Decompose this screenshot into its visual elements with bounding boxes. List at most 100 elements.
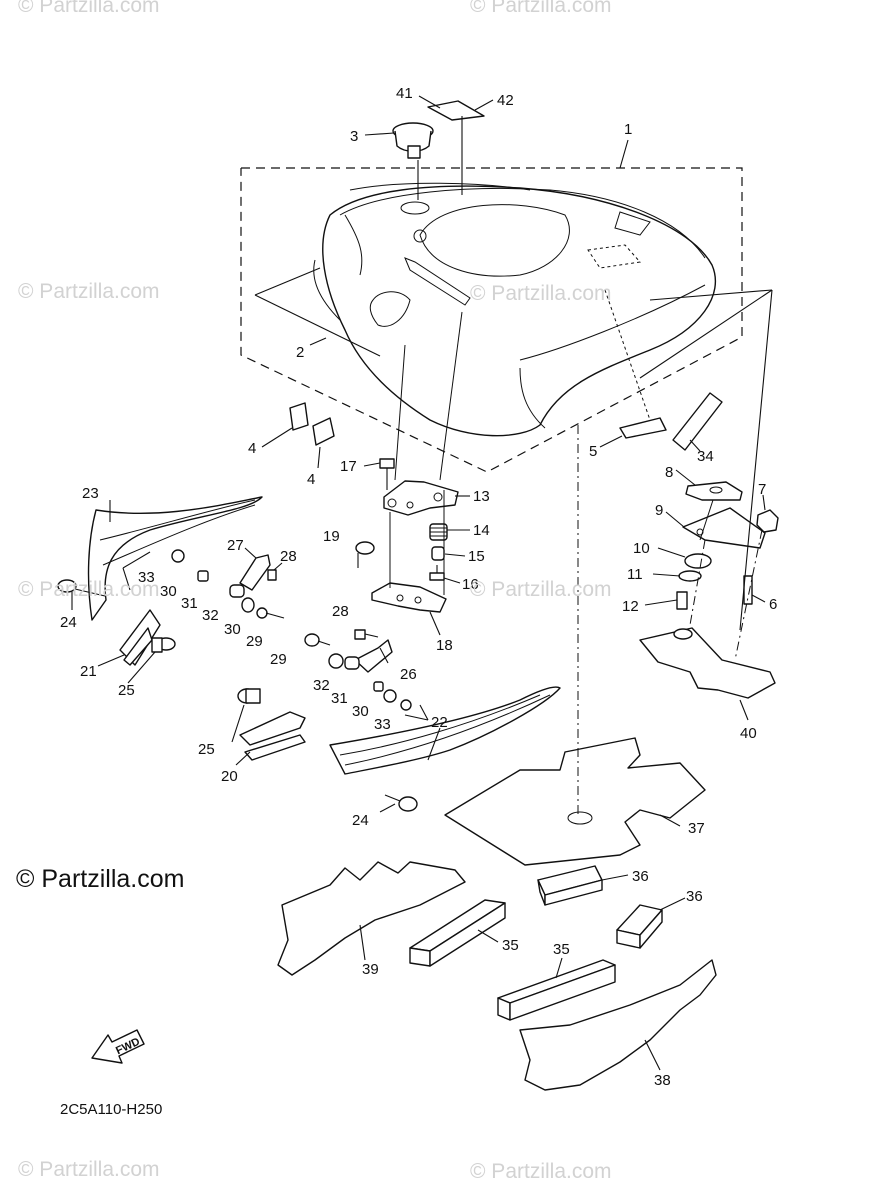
bracket-21 xyxy=(119,609,161,666)
grommet-25-lower xyxy=(237,688,261,704)
callout-19: 19 xyxy=(323,528,340,545)
insulator-39 xyxy=(277,861,466,976)
callout-18: 18 xyxy=(436,637,453,654)
bolt-16 xyxy=(429,565,445,581)
callout-34: 34 xyxy=(697,448,714,465)
screw-28-upper xyxy=(267,569,277,581)
damper-35-upper xyxy=(409,899,506,967)
tank-assembly-dashed-outline xyxy=(240,167,743,473)
callout-22: 22 xyxy=(431,714,448,731)
diagram-code: 2C5A110-H250 xyxy=(60,1101,163,1118)
callout-24b: 24 xyxy=(352,812,369,829)
callout-30b: 30 xyxy=(224,621,241,638)
callout-7: 7 xyxy=(758,481,766,498)
callout-29: 29 xyxy=(246,633,263,650)
stay-27 xyxy=(239,554,271,591)
callout-39: 39 xyxy=(362,961,379,978)
callout-numbers: 1 2 3 4 4 5 6 7 8 9 10 11 12 13 14 15 16… xyxy=(60,85,777,1089)
callout-13: 13 xyxy=(473,488,490,505)
side-cover-23 xyxy=(87,496,263,621)
callout-35b: 35 xyxy=(553,941,570,958)
callout-37: 37 xyxy=(688,820,705,837)
callout-1: 1 xyxy=(624,121,632,138)
decal-5 xyxy=(619,417,667,439)
callout-26: 26 xyxy=(400,666,417,683)
fuel-tank xyxy=(313,182,717,437)
washer-30-a xyxy=(241,597,255,613)
callout-41: 41 xyxy=(396,85,413,102)
callout-9: 9 xyxy=(655,502,663,519)
callout-36: 36 xyxy=(632,868,649,885)
callout-17: 17 xyxy=(340,458,357,475)
callout-35: 35 xyxy=(502,937,519,954)
side-cover-22 xyxy=(329,686,561,775)
insulator-38 xyxy=(519,959,717,1091)
fuel-label-sticker xyxy=(427,100,485,121)
damper-35-lower xyxy=(497,959,616,1021)
fwd-arrow-icon: FWD xyxy=(91,1029,145,1064)
callout-15: 15 xyxy=(468,548,485,565)
washer-33-b xyxy=(400,699,412,711)
collar-31-b xyxy=(373,681,384,692)
decal-4-left xyxy=(289,402,335,446)
watermark-mid-center: © Partzilla.com xyxy=(470,282,612,305)
callout-24: 24 xyxy=(60,614,77,631)
callout-33: 33 xyxy=(138,569,155,586)
callout-4: 4 xyxy=(248,440,256,457)
callout-25b: 25 xyxy=(198,741,215,758)
nut-7 xyxy=(756,509,779,533)
callout-32: 32 xyxy=(202,607,219,624)
watermark-mid-left: © Partzilla.com xyxy=(18,280,160,303)
bolt-24-lower xyxy=(384,794,418,812)
callout-32b: 32 xyxy=(313,677,330,694)
bracket-40 xyxy=(639,627,776,699)
screw-28-lower xyxy=(354,629,379,640)
callout-25: 25 xyxy=(118,682,135,699)
callout-28b: 28 xyxy=(332,603,349,620)
bolt-17 xyxy=(379,458,395,490)
bracket-13 xyxy=(383,480,459,516)
screw-29-lower xyxy=(304,633,331,647)
callout-5: 5 xyxy=(589,443,597,460)
callout-40: 40 xyxy=(740,725,757,742)
callout-31: 31 xyxy=(181,595,198,612)
fuel-cap xyxy=(392,122,434,159)
bracket-20 xyxy=(239,711,306,761)
damper-36-right xyxy=(616,904,663,949)
callout-36b: 36 xyxy=(686,888,703,905)
grommet-25-left xyxy=(151,637,176,653)
callout-8: 8 xyxy=(665,464,673,481)
bracket-18 xyxy=(371,582,447,613)
washer-33-a xyxy=(171,549,185,563)
callout-10: 10 xyxy=(633,540,650,557)
callout-33b: 33 xyxy=(374,716,391,733)
callout-2: 2 xyxy=(296,344,304,361)
callout-4b: 4 xyxy=(307,471,315,488)
damper-36-left xyxy=(537,865,603,906)
callout-20: 20 xyxy=(221,768,238,785)
callout-42: 42 xyxy=(497,92,514,109)
callout-30: 30 xyxy=(160,583,177,600)
bolt-24-left xyxy=(57,579,106,597)
callout-21: 21 xyxy=(80,663,97,680)
callout-30c: 30 xyxy=(352,703,369,720)
bolt-12 xyxy=(676,591,688,610)
callout-6: 6 xyxy=(769,596,777,613)
damper-8 xyxy=(685,481,743,501)
watermark-main: © Partzilla.com xyxy=(16,865,185,893)
callout-16: 16 xyxy=(462,576,479,593)
callout-23: 23 xyxy=(82,485,99,502)
screw-29-upper xyxy=(256,607,285,619)
bracket-9 xyxy=(682,507,766,549)
screw-19 xyxy=(355,541,375,568)
damper-32-b xyxy=(344,656,360,670)
callout-14: 14 xyxy=(473,522,490,539)
seal-37 xyxy=(444,737,706,866)
decal-34 xyxy=(672,392,723,451)
callout-28: 28 xyxy=(280,548,297,565)
leader-lines xyxy=(71,95,773,1071)
callout-12: 12 xyxy=(622,598,639,615)
watermark-bottom-left: © Partzilla.com xyxy=(18,1158,160,1181)
callout-3: 3 xyxy=(350,128,358,145)
collar-15 xyxy=(431,546,445,561)
